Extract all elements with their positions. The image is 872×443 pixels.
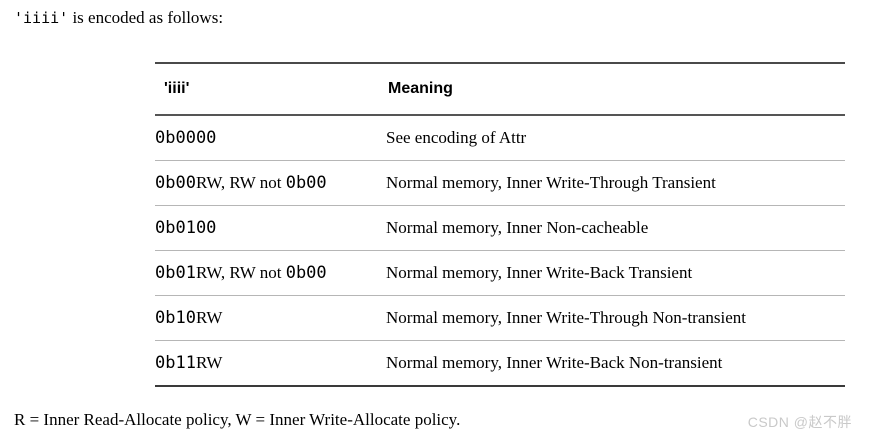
cell-meaning: Normal memory, Inner Write-Back Transien… bbox=[386, 250, 845, 296]
intro-paragraph: 'iiii' is encoded as follows: bbox=[14, 7, 223, 29]
cell-encoding: 0b10RW bbox=[155, 295, 386, 341]
cell-encoding: 0b01RW, RW not 0b00 bbox=[155, 250, 386, 296]
encoding-segment: 0b01 bbox=[155, 263, 196, 283]
column-header-meaning: Meaning bbox=[386, 62, 845, 116]
cell-encoding: 0b11RW bbox=[155, 340, 386, 387]
cell-encoding: 0b0000 bbox=[155, 115, 386, 161]
table-header: 'iiii' Meaning bbox=[155, 62, 845, 116]
cell-encoding: 0b00RW, RW not 0b00 bbox=[155, 160, 386, 206]
cell-meaning: Normal memory, Inner Write-Back Non-tran… bbox=[386, 340, 845, 387]
cell-meaning: Normal memory, Inner Write-Through Trans… bbox=[386, 160, 845, 206]
encoding-segment: RW, RW not bbox=[195, 173, 286, 192]
cell-meaning: Normal memory, Inner Non-cacheable bbox=[386, 205, 845, 251]
encoding-segment: 0b11 bbox=[155, 353, 196, 373]
encoding-segment: 0b00 bbox=[285, 263, 327, 283]
encoding-segment: 0b00 bbox=[155, 173, 196, 193]
cell-encoding: 0b0100 bbox=[155, 205, 386, 251]
encoding-segment: RW bbox=[195, 308, 223, 327]
intro-text: is encoded as follows: bbox=[68, 8, 224, 27]
column-header-iiii: 'iiii' bbox=[155, 62, 386, 116]
legend-note: R = Inner Read-Allocate policy, W = Inne… bbox=[14, 410, 461, 429]
encoding-segment: 0b0100 bbox=[155, 218, 217, 238]
cell-meaning: See encoding of Attr bbox=[386, 115, 845, 161]
encoding-table-container: 'iiii' Meaning 0b0000 See encoding of Att… bbox=[155, 62, 845, 387]
encoding-table: 'iiii' Meaning 0b0000 See encoding of Att… bbox=[155, 62, 845, 387]
intro-code-token: 'iiii' bbox=[14, 9, 69, 27]
encoding-segment: 0b0000 bbox=[155, 128, 217, 148]
table-row: 0b0000 See encoding of Attr bbox=[155, 115, 845, 161]
encoding-segment: 0b10 bbox=[155, 308, 196, 328]
csdn-watermark: CSDN @赵不胖 bbox=[747, 414, 852, 430]
cell-meaning: Normal memory, Inner Write-Through Non-t… bbox=[386, 295, 845, 341]
encoding-segment: 0b00 bbox=[285, 173, 327, 193]
table-row: 0b0100 Normal memory, Inner Non-cacheable bbox=[155, 205, 845, 251]
encoding-segment: RW, RW not bbox=[195, 263, 286, 282]
encoding-segment: RW bbox=[195, 353, 223, 372]
table-header-row: 'iiii' Meaning bbox=[155, 62, 845, 116]
